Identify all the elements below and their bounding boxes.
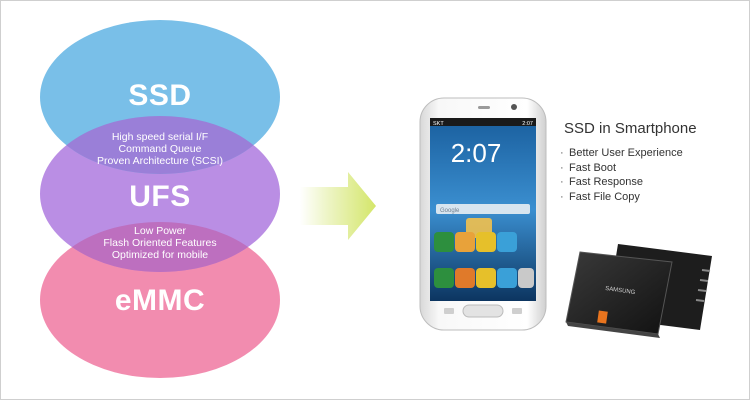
search-bar [436,204,530,214]
ssd-drive-image [565,244,712,338]
smartphone-image [419,97,547,331]
status-time: 2:07 [522,121,533,127]
emmc-label: eMMC [114,284,206,317]
ssd-ufs-overlap-region [40,116,280,174]
status-bar [430,118,536,126]
ufs-emmc-overlap-region [40,222,280,272]
app-icon-messages [476,232,496,252]
home-button [462,304,504,318]
ssd-brand-label: SAMSUNG [605,286,636,296]
camera-icon [511,104,517,110]
feature-line: Command Queue [118,143,202,155]
benefit-item: ·Better User Experience [560,147,683,159]
search-hint: Google [440,208,460,214]
home-clock: 2:07 [451,138,502,168]
benefit-list: ·Better User Experience ·Fast Boot ·Fast… [560,146,683,204]
ssd-label: SSD [128,79,192,112]
feature-line: Low Power [134,225,186,237]
feature-line: Optimized for mobile [111,249,209,261]
app-icon-phone [434,232,454,252]
benefit-item: ·Fast Boot [560,161,617,174]
app-icon-contacts [455,232,475,252]
info-title: SSD in Smartphone [564,120,697,137]
feature-line: High speed serial I/F [111,131,209,143]
ssd-ufs-features: High speed serial I/F Command Queue Prov… [60,131,260,167]
ufs-emmc-features: Low Power Flash Oriented Features Optimi… [60,225,260,261]
feature-line: Proven Architecture (SCSI) [96,155,224,167]
carrier-label: SKT [433,121,444,127]
back-key-icon [512,308,522,314]
menu-key-icon [444,308,454,314]
app-icon-internet [497,232,517,252]
feature-line: Flash Oriented Features [103,237,217,249]
benefit-item: ·Fast File Copy [560,190,640,203]
benefit-item: ·Fast Response [560,176,643,188]
earpiece-icon [478,106,490,109]
right-arrow-icon [300,172,376,240]
ufs-label: UFS [129,180,191,213]
